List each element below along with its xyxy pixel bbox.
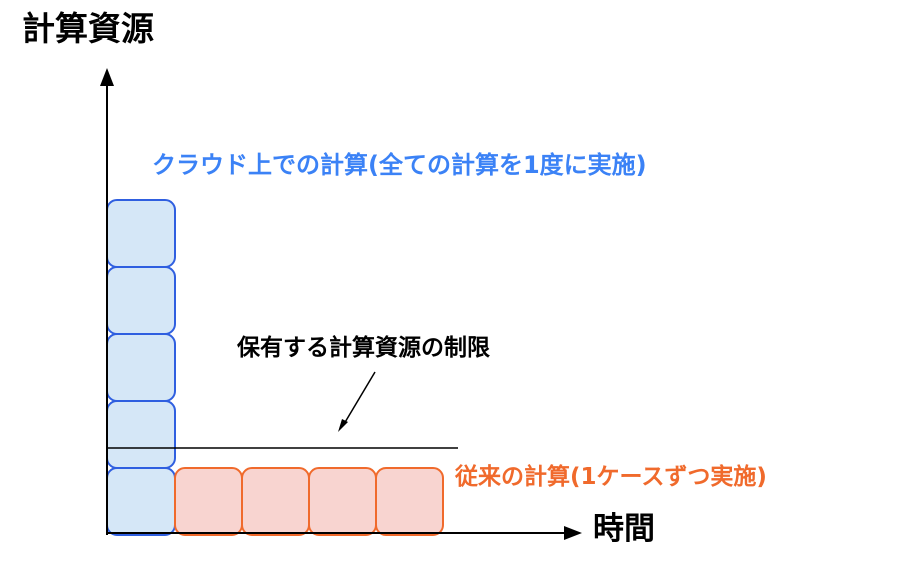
conventional-computation-label: 従来の計算(1ケースずつ実施) — [455, 464, 767, 490]
cloud-block — [106, 266, 176, 335]
cloud-block — [106, 467, 176, 536]
x-axis-arrowhead — [564, 526, 582, 540]
conventional-block — [241, 467, 310, 536]
cloud-block — [106, 333, 176, 402]
cloud-block — [106, 400, 176, 469]
cloud-block — [106, 199, 176, 268]
limit-pointer-arrowhead — [338, 419, 348, 432]
x-axis-label: 時間 — [593, 511, 655, 547]
limit-pointer-line — [343, 371, 376, 425]
y-axis-label: 計算資源 — [22, 9, 154, 48]
y-axis-arrowhead — [100, 68, 114, 86]
conventional-block — [375, 467, 444, 536]
cloud-computation-label: クラウド上での計算(全ての計算を1度に実施) — [152, 151, 647, 179]
resource-limit-label: 保有する計算資源の制限 — [237, 335, 490, 361]
blocks-group — [106, 199, 444, 536]
conventional-block — [308, 467, 377, 536]
conventional-block — [174, 467, 243, 536]
